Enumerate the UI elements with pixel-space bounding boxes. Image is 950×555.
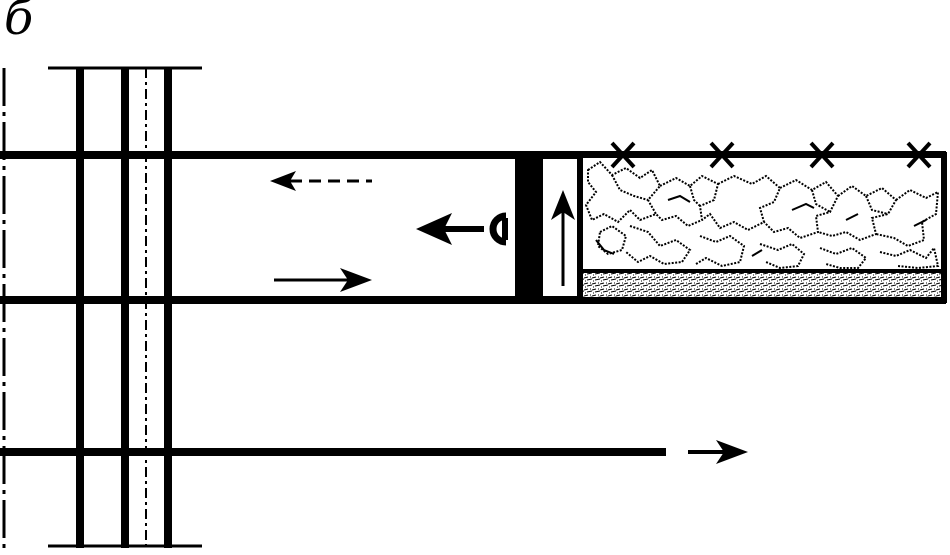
arrow-icon bbox=[688, 440, 748, 464]
x-mark-icon bbox=[610, 141, 636, 169]
dashed-arrow-icon bbox=[270, 171, 372, 191]
shaft bbox=[2, 66, 202, 550]
blast-holes bbox=[610, 141, 932, 169]
ore-cracks bbox=[595, 194, 927, 257]
bulkhead bbox=[515, 155, 543, 300]
loader-icon bbox=[416, 212, 508, 246]
arrow-icon bbox=[551, 190, 575, 286]
arrow-icon bbox=[274, 268, 372, 292]
x-mark-icon bbox=[709, 141, 735, 169]
stope bbox=[577, 141, 947, 303]
broken-ore-pattern bbox=[584, 160, 940, 270]
backfill-layer bbox=[583, 272, 941, 297]
figure-label: б bbox=[4, 0, 34, 46]
x-mark-icon bbox=[809, 141, 835, 169]
x-mark-icon bbox=[906, 141, 932, 169]
